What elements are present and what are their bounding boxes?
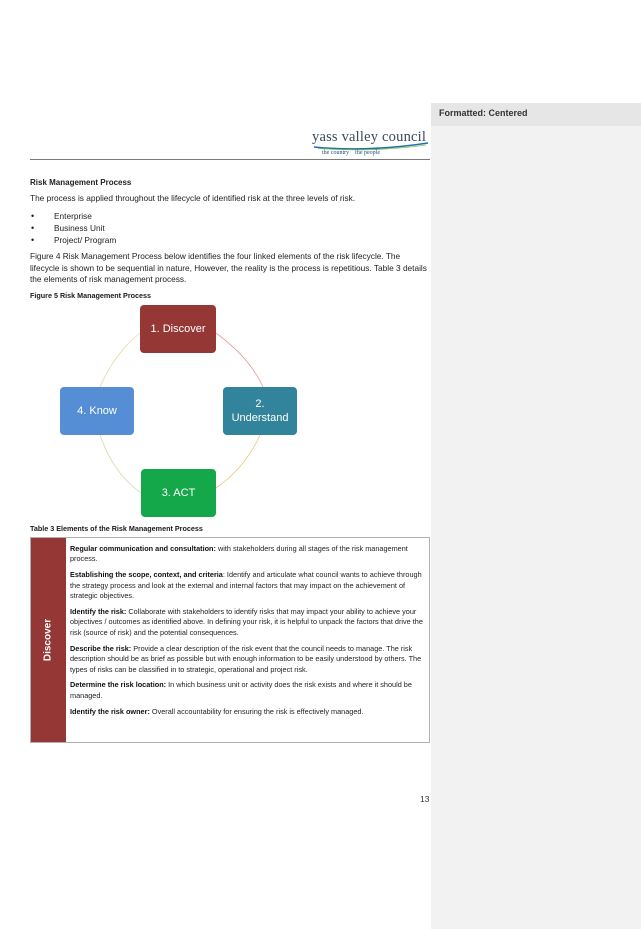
header-divider: [30, 159, 430, 160]
comment-side-panel: Formatted: Centered: [431, 103, 641, 929]
formatting-comment[interactable]: Formatted: Centered: [431, 103, 641, 126]
table-row: Establishing the scope, context, and cri…: [70, 570, 426, 601]
row-text: Provide a clear description of the risk …: [70, 643, 422, 674]
table-row: Determine the risk location: In which bu…: [70, 680, 426, 701]
cycle-step-understand: 2. Understand: [223, 387, 297, 435]
cycle-step-discover: 1. Discover: [140, 305, 216, 353]
cycle-step-know: 4. Know: [60, 387, 134, 435]
risk-cycle-diagram: 1. Discover 2. Understand 3. ACT 4. Know: [55, 303, 305, 518]
row-term: Determine the risk location:: [70, 680, 167, 690]
list-item: Business Unit: [30, 222, 116, 234]
intro-paragraph: The process is applied throughout the li…: [30, 193, 356, 203]
formatting-comment-text: Formatted: Centered: [439, 108, 528, 118]
table-row: Identify the risk: Collaborate with stak…: [70, 607, 426, 638]
cycle-step-act: 3. ACT: [141, 469, 216, 517]
row-text: Overall accountability for ensuring the …: [149, 706, 364, 716]
logo-wordmark: yass valley council: [312, 129, 427, 145]
page-number: 13: [420, 794, 430, 804]
logo-tagline-right: the people: [355, 150, 380, 156]
table-row: Regular communication and consultation: …: [70, 544, 426, 565]
row-term: Describe the risk:: [70, 643, 132, 653]
cycle-step-understand-label: 2. Understand: [231, 398, 289, 424]
logo-tagline: the country the people: [322, 150, 380, 156]
row-text: : Identify and articulate what council w…: [70, 570, 422, 601]
elements-table: Discover Regular communication and consu…: [30, 537, 430, 743]
row-term: Identify the risk owner:: [70, 706, 150, 716]
section-heading: Risk Management Process: [30, 178, 132, 187]
list-item: Enterprise: [30, 210, 116, 222]
cycle-connector-arcs: [99, 332, 264, 494]
row-term: Regular communication and consultation:: [70, 544, 216, 553]
table-body: Regular communication and consultation: …: [70, 544, 426, 723]
list-item: Project/ Program: [30, 234, 116, 246]
row-text: with stakeholders during all stages of t…: [70, 544, 408, 564]
logo-tagline-left: the country: [322, 150, 350, 156]
table-caption: Table 3 Elements of the Risk Management …: [30, 524, 203, 533]
row-text: Collaborate with stakeholders to identif…: [70, 607, 423, 637]
row-term: Identify the risk:: [70, 607, 127, 617]
council-logo: yass valley council the country the peop…: [312, 129, 429, 159]
risk-levels-list: Enterprise Business Unit Project/ Progra…: [30, 210, 116, 246]
row-term: Establishing the scope, context, and cri…: [70, 570, 223, 580]
row-text: In which business unit or activity does …: [70, 680, 412, 700]
figure-paragraph: Figure 4 Risk Management Process below i…: [30, 251, 427, 284]
table-row: Describe the risk: Provide a clear descr…: [70, 644, 426, 675]
figure-caption: Figure 5 Risk Management Process: [30, 291, 152, 300]
table-side-label: Discover: [42, 618, 54, 662]
logo-swoosh-icon: [313, 142, 429, 151]
table-row: Identify the risk owner: Overall account…: [70, 707, 426, 717]
table-side-band: Discover: [31, 538, 66, 742]
